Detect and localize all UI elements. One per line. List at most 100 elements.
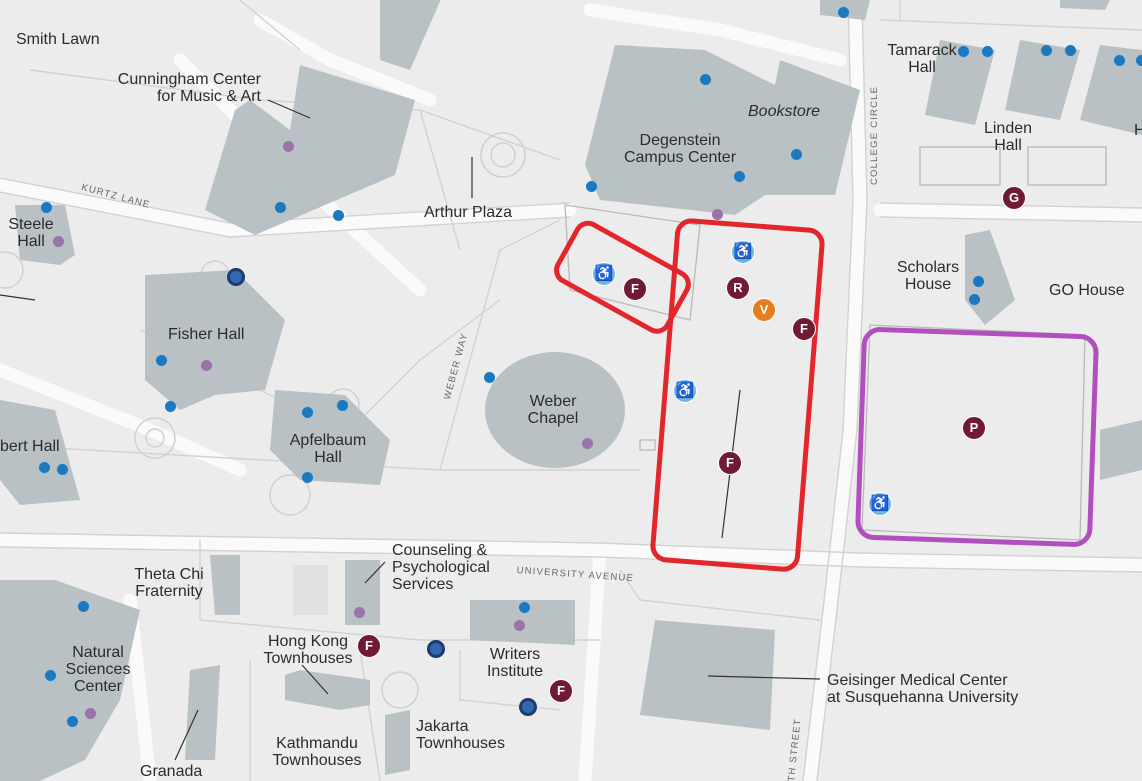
label-bert-hall: bert Hall (0, 438, 60, 455)
label-cunningham-line1: Cunningham Center (117, 71, 261, 88)
location-dot[interactable] (156, 355, 167, 366)
location-dot-purple[interactable] (283, 141, 294, 152)
bus-stop-icon[interactable] (427, 640, 445, 658)
label-cunningham-center: Cunningham Center for Music & Art (85, 71, 261, 105)
label-apfelbaum-line1: Apfelbaum (289, 432, 367, 449)
location-dot[interactable] (1041, 45, 1052, 56)
label-weber-line2: Chapel (527, 410, 579, 427)
location-dot[interactable] (969, 294, 980, 305)
accessible-parking-icon[interactable]: ♿ (673, 379, 697, 403)
parking-badge-g[interactable]: G (1002, 186, 1026, 210)
location-dot[interactable] (275, 202, 286, 213)
label-counseling-line3: Services (392, 576, 454, 593)
location-dot[interactable] (302, 472, 313, 483)
parking-badge-v[interactable]: V (752, 298, 776, 322)
label-writers-line1: Writers (489, 646, 541, 663)
location-dot[interactable] (734, 171, 745, 182)
location-dot[interactable] (519, 602, 530, 613)
location-dot[interactable] (41, 202, 52, 213)
location-dot[interactable] (57, 464, 68, 475)
label-theta-chi-fraternity: Theta Chi Fraternity (122, 566, 216, 600)
label-smith-lawn: Smith Lawn (16, 31, 100, 48)
location-dot[interactable] (484, 372, 495, 383)
location-dot[interactable] (67, 716, 78, 727)
circles (0, 132, 526, 709)
location-dot[interactable] (1114, 55, 1125, 66)
label-theta-line2: Fraternity (135, 583, 203, 600)
label-tamarack-line1: Tamarack (887, 42, 957, 59)
label-jakarta-line2: Townhouses (416, 735, 505, 752)
parking-badge-f[interactable]: F (549, 679, 573, 703)
label-weber-chapel: Weber Chapel (513, 393, 593, 427)
parking-badge-f[interactable]: F (718, 451, 742, 475)
label-steele-line2: Hall (17, 233, 45, 250)
label-h-partial: H (1134, 122, 1142, 139)
label-writers-institute: Writers Institute (476, 646, 554, 680)
location-dot[interactable] (78, 601, 89, 612)
label-theta-line1: Theta Chi (134, 566, 204, 583)
label-writers-line2: Institute (486, 663, 544, 680)
label-degenstein-campus-center: Degenstein Campus Center (610, 132, 750, 166)
label-cunningham-line2: for Music & Art (156, 88, 261, 105)
label-geisinger-medical-center: Geisinger Medical Center at Susquehanna … (827, 672, 1018, 706)
bus-stop-icon[interactable] (227, 268, 245, 286)
label-linden-hall: Linden Hall (968, 120, 1048, 154)
red-highlight-large (650, 218, 825, 572)
label-geisinger-line1: Geisinger Medical Center (827, 672, 1008, 689)
location-dot-purple[interactable] (85, 708, 96, 719)
label-natural-line1: Natural (72, 644, 124, 661)
location-dot-purple[interactable] (201, 360, 212, 371)
location-dot[interactable] (586, 181, 597, 192)
label-apfelbaum-hall: Apfelbaum Hall (275, 432, 381, 466)
parking-badge-f[interactable]: F (357, 634, 381, 658)
location-dot-purple[interactable] (354, 607, 365, 618)
label-tamarack-line2: Hall (908, 59, 936, 76)
red-highlight-small (554, 220, 691, 334)
parking-badge-p[interactable]: P (962, 416, 986, 440)
location-dot[interactable] (337, 400, 348, 411)
label-tamarack-hall: Tamarack Hall (862, 42, 982, 76)
location-dot[interactable] (165, 401, 176, 412)
location-dot-purple[interactable] (712, 209, 723, 220)
bus-stop-icon[interactable] (519, 698, 537, 716)
white-plot (293, 565, 328, 615)
label-scholars-line1: Scholars (896, 259, 960, 276)
parking-badge-f[interactable]: F (623, 277, 647, 301)
label-counseling-line1: Counseling & (392, 542, 488, 559)
location-dot[interactable] (302, 407, 313, 418)
label-linden-line2: Hall (994, 137, 1022, 154)
label-kathmandu-line2: Townhouses (272, 752, 362, 769)
location-dot[interactable] (791, 149, 802, 160)
accessible-parking-icon[interactable]: ♿ (868, 492, 892, 516)
location-dot[interactable] (973, 276, 984, 287)
parking-badge-f[interactable]: F (792, 317, 816, 341)
accessible-parking-icon[interactable]: ♿ (592, 262, 616, 286)
accessible-parking-icon[interactable]: ♿ (731, 240, 755, 264)
location-dot-purple[interactable] (514, 620, 525, 631)
location-dot[interactable] (1065, 45, 1076, 56)
label-degenstein-line2: Campus Center (623, 149, 737, 166)
label-natural-line3: Center (73, 678, 123, 695)
label-weber-line1: Weber (529, 393, 577, 410)
label-geisinger-line2: at Susquehanna University (827, 689, 1019, 706)
label-counseling-line2: Psychological (392, 559, 490, 576)
location-dot[interactable] (700, 74, 711, 85)
location-dot[interactable] (1136, 55, 1142, 66)
location-dot[interactable] (982, 46, 993, 57)
label-granada: Granada (140, 763, 203, 780)
label-hongkong-line1: Hong Kong (267, 633, 349, 650)
label-apfelbaum-line2: Hall (314, 449, 342, 466)
location-dot[interactable] (838, 7, 849, 18)
purple-highlight (855, 327, 1099, 547)
location-dot-purple[interactable] (582, 438, 593, 449)
location-dot[interactable] (45, 670, 56, 681)
label-fisher-hall: Fisher Hall (168, 326, 245, 343)
label-scholars-line2: House (904, 276, 952, 293)
label-bookstore: Bookstore (748, 103, 821, 120)
location-dot[interactable] (958, 46, 969, 57)
location-dot[interactable] (39, 462, 50, 473)
location-dot[interactable] (333, 210, 344, 221)
location-dot-purple[interactable] (53, 236, 64, 247)
parking-badge-r[interactable]: R (726, 276, 750, 300)
